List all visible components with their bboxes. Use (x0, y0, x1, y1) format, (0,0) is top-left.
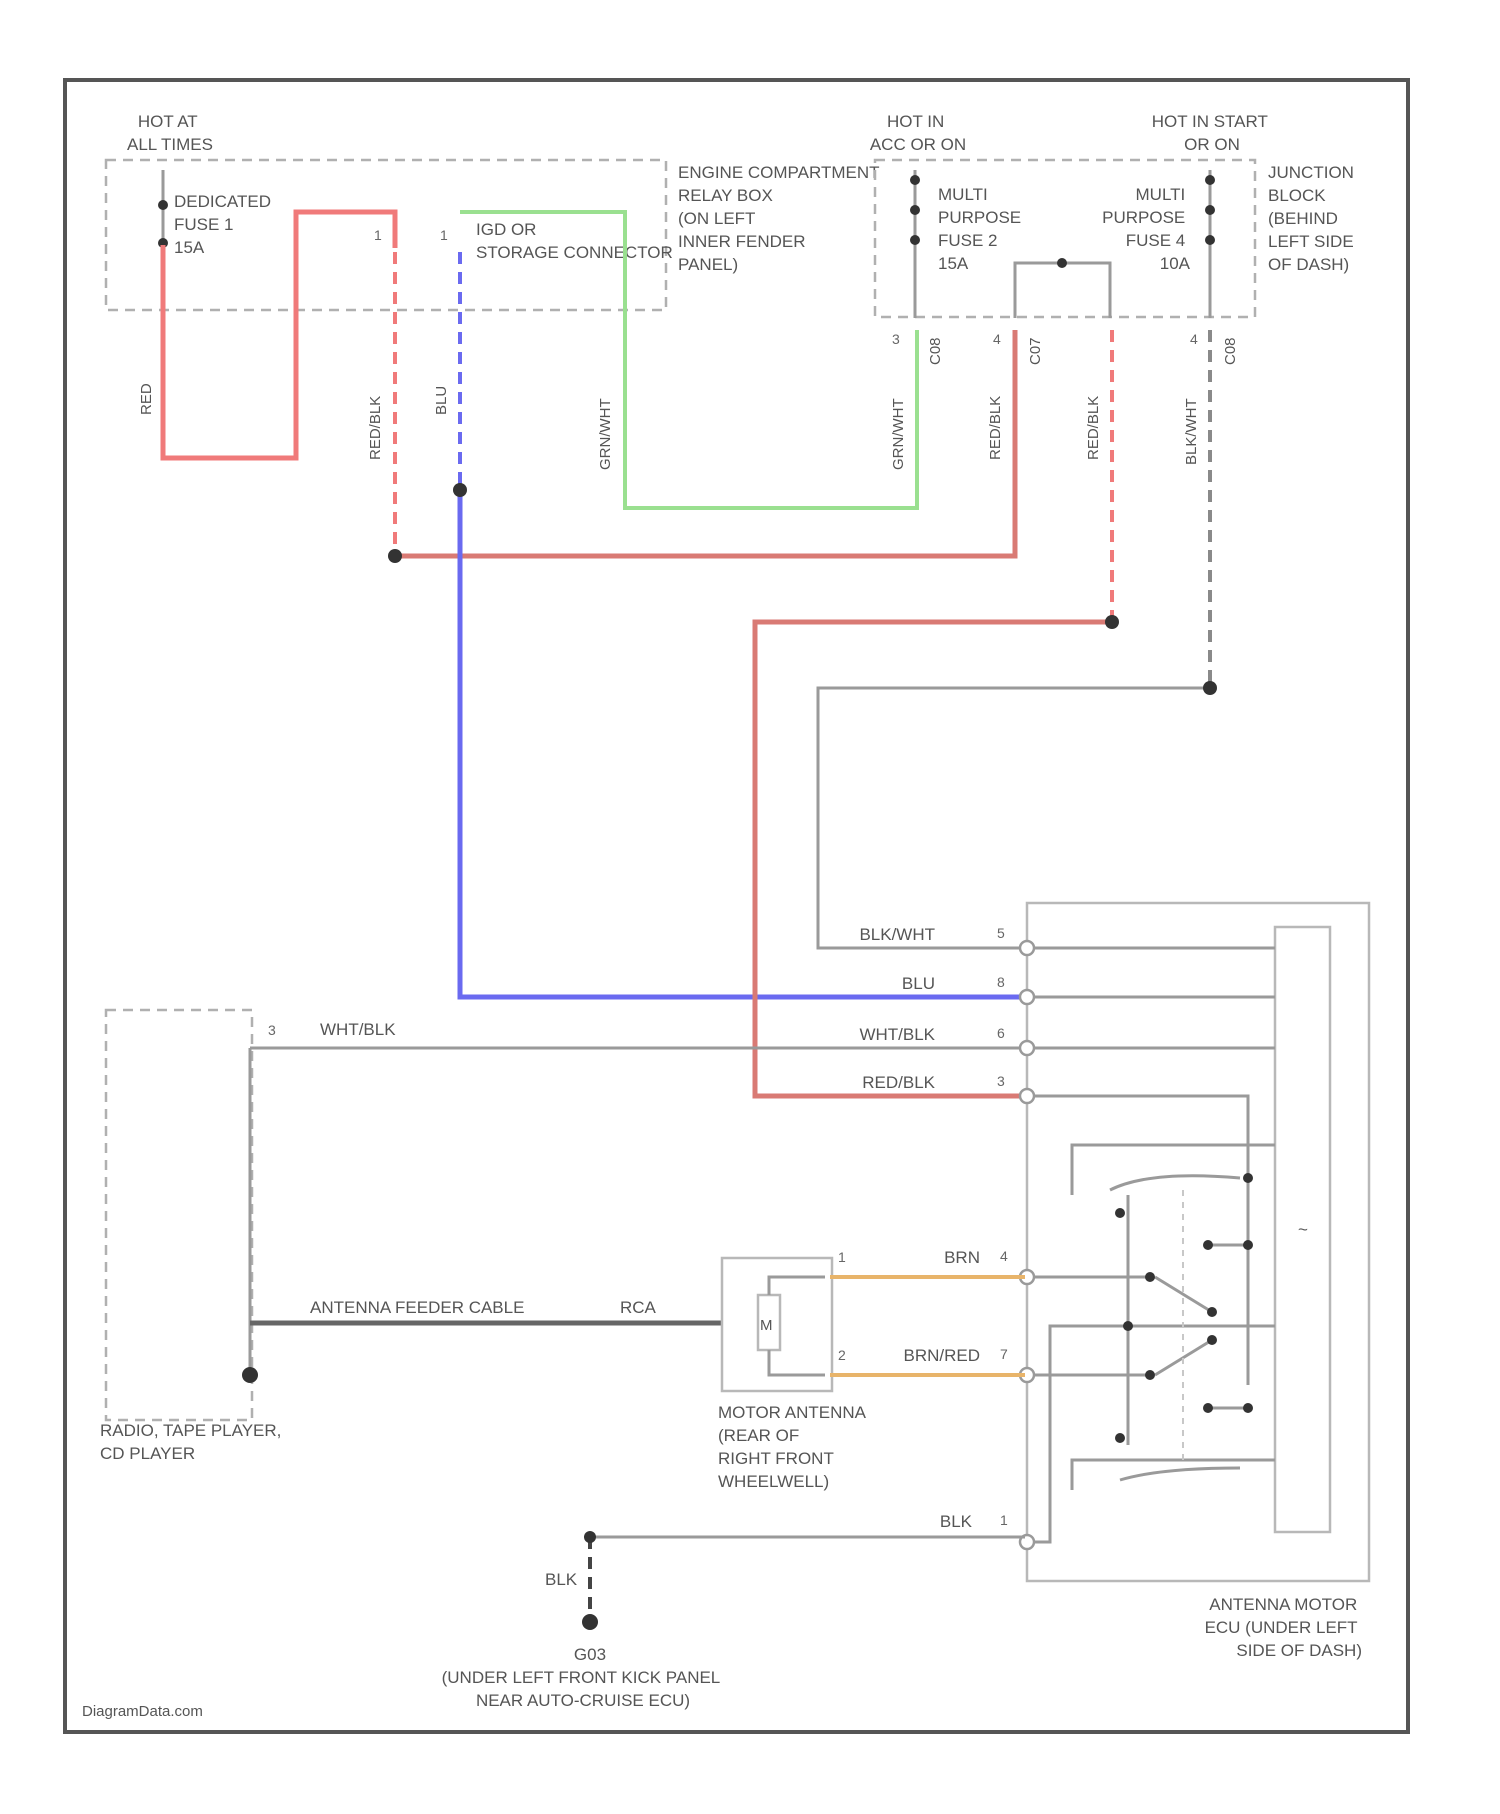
ecu-pin: 4 (1000, 1248, 1008, 1264)
ground-wire-label: BLK (545, 1570, 578, 1589)
ecu-wire-label: BLU (902, 974, 935, 993)
source-credit: DiagramData.com (82, 1703, 203, 1720)
junction-block-label: JUNCTION BLOCK (BEHIND LEFT SIDE OF DASH… (1268, 163, 1359, 274)
motor-lead (769, 1350, 825, 1375)
ecu-wire-label: WHT/BLK (859, 1025, 935, 1044)
motor-lead (769, 1277, 825, 1295)
motor-pin-2: 2 (838, 1347, 846, 1363)
ecu-pin: 6 (997, 1025, 1005, 1041)
ecu-wire-label: BRN (944, 1248, 980, 1267)
junction-conn-c07: C07 (1027, 337, 1044, 365)
ecu-input-labels: BLK/WHT 5 BLU 8 WHT/BLK 6 RED/BLK 3 BRN … (859, 925, 1008, 1531)
radio-outline (106, 1010, 252, 1420)
junction-pin-4b: 4 (1190, 331, 1198, 347)
radio-pin: 3 (268, 1022, 276, 1038)
radio-wire-label: WHT/BLK (320, 1020, 396, 1039)
junction-pin-3: 3 (892, 331, 900, 347)
wire-label-grn-wht-2: GRN/WHT (890, 398, 907, 470)
antenna-ecu-label: ANTENNA MOTOR ECU (UNDER LEFT SIDE OF DA… (1205, 1595, 1362, 1660)
ground-id: G03 (574, 1645, 606, 1664)
fuse-node (1205, 205, 1215, 215)
ecu-wire-label: BLK (940, 1512, 973, 1531)
motor-symbol-label: M (760, 1317, 773, 1334)
dedicated-fuse-label: DEDICATED FUSE 1 15A (174, 192, 276, 257)
antenna-ecu-outline (1027, 903, 1369, 1581)
fuse-node (910, 175, 920, 185)
ground-node (582, 1614, 598, 1630)
junction-pin-4a: 4 (993, 331, 1001, 347)
wire-label-red-blk-2: RED/BLK (987, 396, 1004, 460)
motor-antenna-label: MOTOR ANTENNA (REAR OF RIGHT FRONT WHEEL… (718, 1403, 870, 1491)
fuse-node (1205, 175, 1215, 185)
ground-node (584, 1531, 596, 1543)
fuse-bus-node (1057, 258, 1067, 268)
ecu-wire-label: BLK/WHT (859, 925, 935, 944)
storage-connector-label: IGD OR STORAGE CONNECTOR (476, 220, 673, 262)
wire-red-blk-run (395, 330, 1015, 556)
splice-node (453, 483, 467, 497)
wire-blu-run (460, 490, 1025, 997)
wire-blk-wht-run (818, 688, 1210, 948)
multi-purpose-fuse-4-label: MULTI PURPOSE FUSE 4 10A (1102, 185, 1191, 273)
hot-in-acc-label: HOT IN ACC OR ON (870, 112, 966, 154)
junction-block-outline (875, 160, 1255, 317)
relay-pin-1a: 1 (374, 227, 382, 243)
splice-node (1105, 615, 1119, 629)
feeder-tag: RCA (620, 1298, 657, 1317)
ecu-pin: 3 (997, 1073, 1005, 1089)
splice-node (1203, 681, 1217, 695)
engine-relay-box-label: ENGINE COMPARTMENT RELAY BOX (ON LEFT IN… (678, 163, 884, 274)
ecu-pin: 1 (1000, 1512, 1008, 1528)
wire-label-red-blk-3: RED/BLK (1085, 396, 1102, 460)
fuse-node (910, 205, 920, 215)
ecu-pin: 5 (997, 925, 1005, 941)
splice-node (388, 549, 402, 563)
antenna-ecu-inner-mark: ~ (1298, 1220, 1308, 1239)
fuse-bus (1015, 263, 1110, 318)
feeder-label: ANTENNA FEEDER CABLE (310, 1298, 524, 1317)
junction-conn-c08b: C08 (1222, 337, 1239, 365)
hot-in-start-label: HOT IN START OR ON (1152, 112, 1273, 154)
relay-pin-1b: 1 (440, 227, 448, 243)
wire-label-grn-wht-1: GRN/WHT (597, 398, 614, 470)
ecu-pin: 7 (1000, 1346, 1008, 1362)
wire-label-red: RED (138, 383, 155, 415)
fuse-node (1205, 235, 1215, 245)
wire-label-blk-wht: BLK/WHT (1183, 398, 1200, 465)
junction-conn-c08: C08 (927, 337, 944, 365)
multi-purpose-fuse-2-label: MULTI PURPOSE FUSE 2 15A (938, 185, 1026, 273)
wire-label-red-blk-1: RED/BLK (367, 396, 384, 460)
wire-label-blu: BLU (433, 386, 450, 415)
fuse-node (158, 200, 168, 210)
engine-relay-box-outline (106, 160, 666, 310)
hot-at-all-times-label: HOT AT ALL TIMES (127, 112, 213, 154)
motor-pin-1: 1 (838, 1249, 846, 1265)
radio-jack-node (242, 1367, 258, 1383)
ecu-wire-label: RED/BLK (862, 1073, 935, 1092)
radio-label: RADIO, TAPE PLAYER, CD PLAYER (100, 1421, 286, 1463)
ecu-pin: 8 (997, 974, 1005, 990)
fuse-node (910, 235, 920, 245)
ground-location-label: (UNDER LEFT FRONT KICK PANEL NEAR AUTO-C… (442, 1668, 725, 1710)
ecu-wire-label: BRN/RED (903, 1346, 980, 1365)
